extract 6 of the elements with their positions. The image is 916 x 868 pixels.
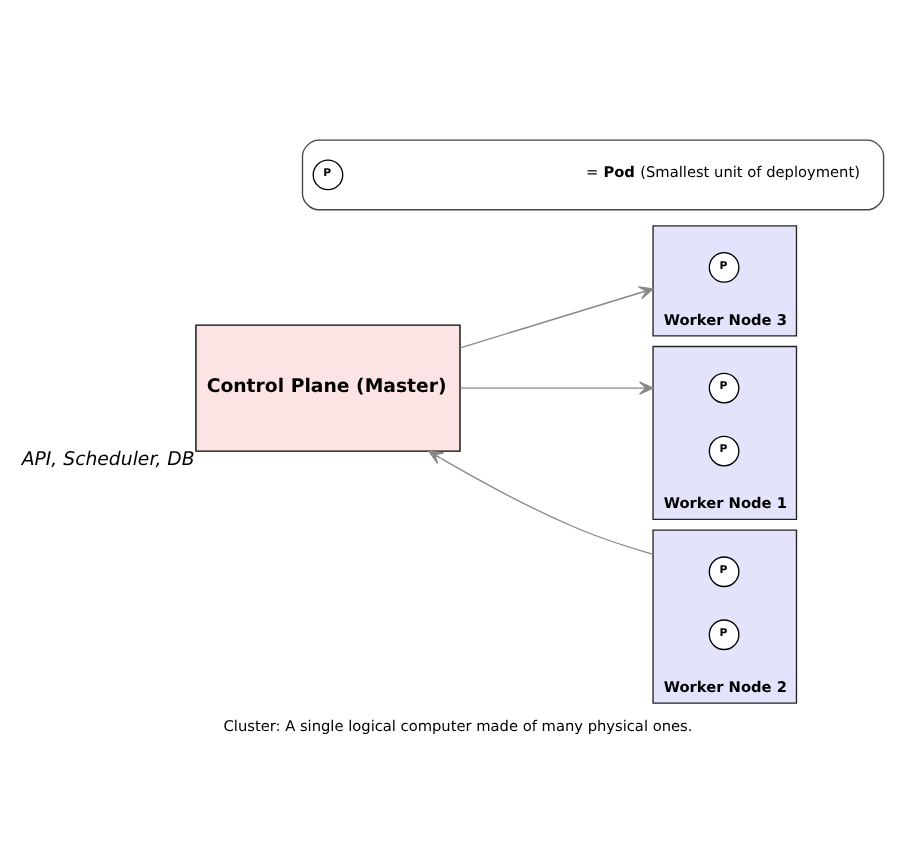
arrow: [459, 380, 654, 394]
node-label: API, Scheduler, DB: [21, 447, 195, 470]
cluster: [301, 138, 885, 210]
arrow: [428, 449, 654, 554]
arrow: [459, 285, 654, 348]
node-box: Control Plane (Master): [195, 323, 461, 451]
